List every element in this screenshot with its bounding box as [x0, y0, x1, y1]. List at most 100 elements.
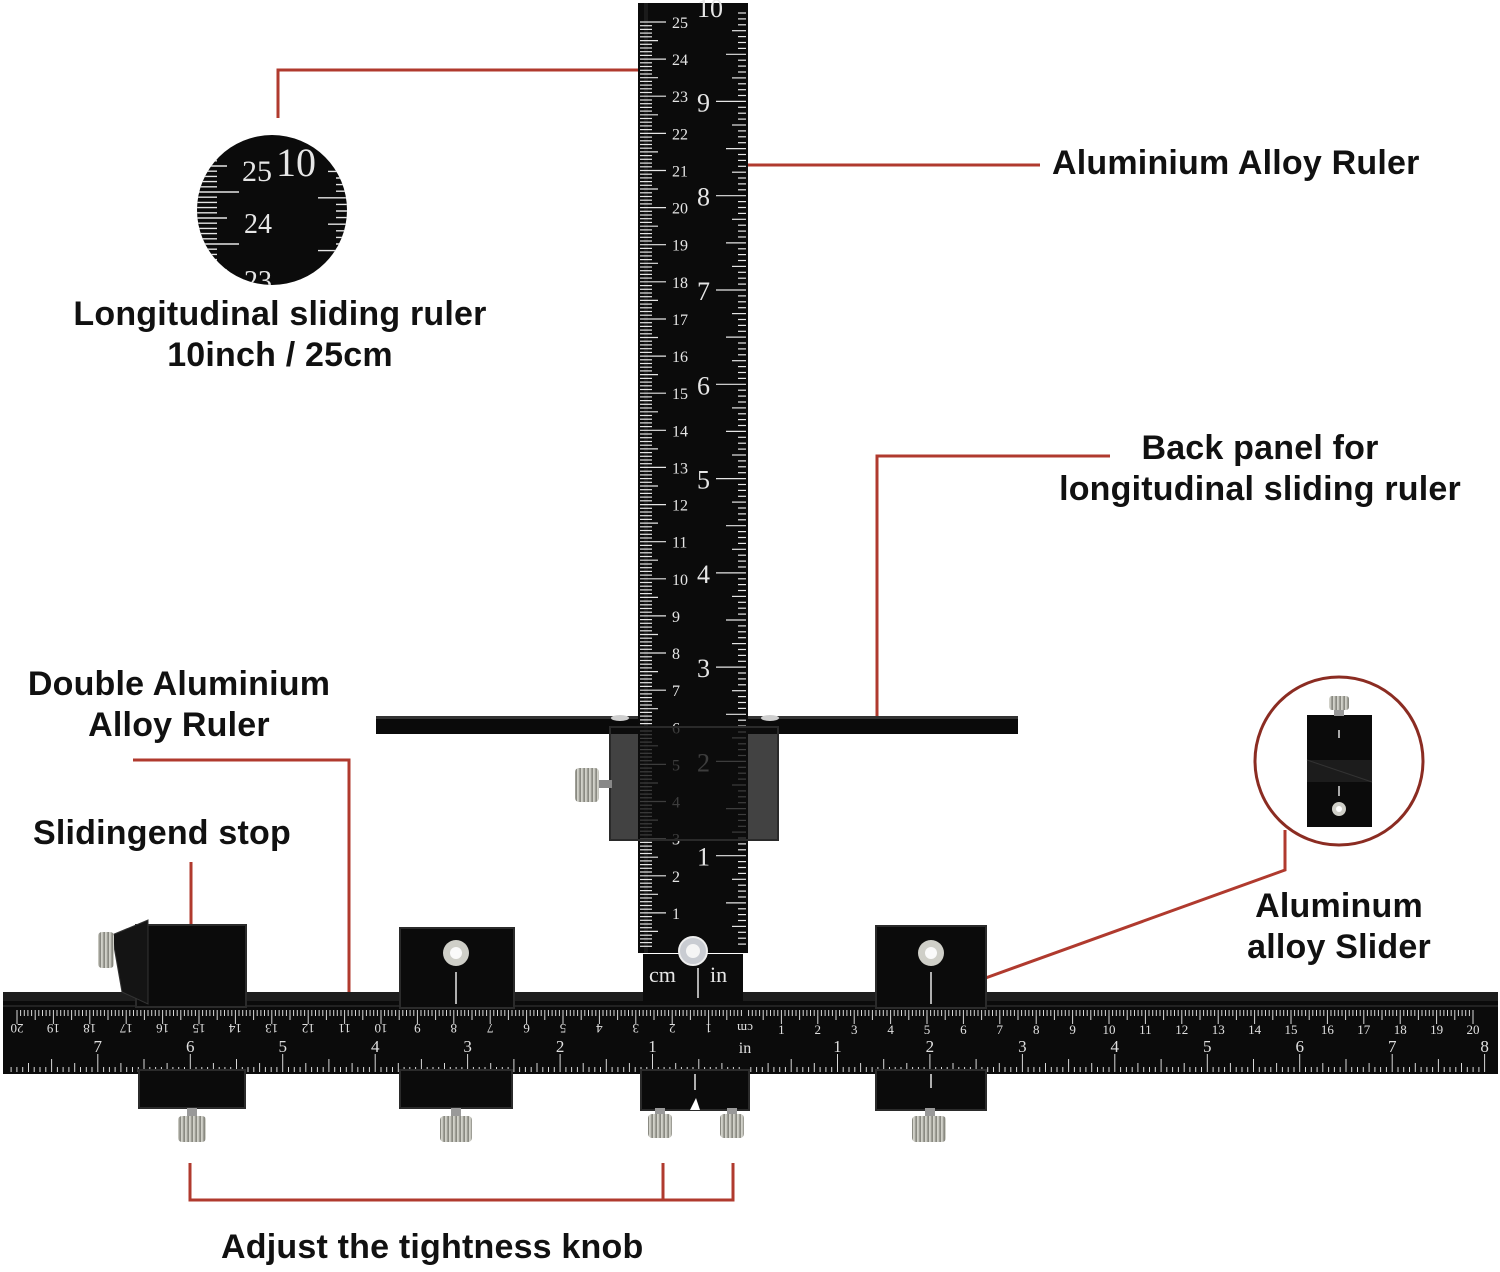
horizontal-cm-mark: 16: [156, 1021, 170, 1036]
horizontal-cm-mark: 11: [338, 1021, 351, 1036]
vertical-cm-mark: 7: [672, 683, 680, 700]
horizontal-cm-mark: 14: [228, 1021, 242, 1036]
inset-slider-knob-icon: [1329, 696, 1349, 710]
vertical-inch-mark: 5: [697, 466, 710, 495]
inset-mark-25: 25: [242, 155, 272, 188]
vertical-cm-mark: 16: [672, 349, 688, 366]
vertical-cm-mark: 10: [672, 572, 688, 589]
left-slider: [399, 927, 515, 1109]
horizontal-cm-mark: 6: [960, 1022, 967, 1037]
horizontal-cm-mark: 8: [1033, 1022, 1040, 1037]
sliding-end-stop: [98, 919, 247, 1109]
horizontal-unit-in: in: [739, 1040, 751, 1057]
vertical-cm-mark: 12: [672, 498, 688, 515]
label-longitudinal-line1: Longitudinal sliding ruler: [73, 295, 487, 333]
center-block: cm in: [643, 936, 743, 1004]
horizontal-inch-mark: 5: [1203, 1037, 1212, 1056]
callout-line-slider: [979, 830, 1287, 982]
horizontal-inch-mark: 7: [94, 1037, 103, 1056]
horizontal-cm-mark: 18: [83, 1021, 96, 1036]
vertical-cm-mark: 25: [672, 15, 688, 32]
horizontal-cm-mark: 9: [1069, 1022, 1076, 1037]
horizontal-cm-mark: 20: [11, 1021, 24, 1036]
inset-mark-23: 23: [244, 266, 272, 297]
horizontal-inch-mark: 2: [926, 1037, 935, 1056]
horizontal-cm-mark: 10: [1103, 1022, 1116, 1037]
vertical-cm-mark: 11: [672, 535, 687, 552]
horizontal-unit-cm: cm: [737, 1021, 753, 1036]
knob-3-icon: [648, 1108, 672, 1138]
horizontal-cm-mark: 11: [1139, 1022, 1152, 1037]
vertical-cm-mark: 15: [672, 386, 688, 403]
tightness-knobs: [178, 1108, 946, 1142]
horizontal-cm-mark: 16: [1321, 1022, 1335, 1037]
horizontal-inch-mark: 7: [1388, 1037, 1397, 1056]
vertical-inch-mark: 4: [697, 560, 710, 589]
horizontal-cm-mark: 12: [302, 1021, 315, 1036]
label-back-panel-line2: longitudinal sliding ruler: [1059, 470, 1461, 508]
horizontal-cm-mark: 15: [193, 1021, 206, 1036]
horizontal-inch-mark: 5: [278, 1037, 287, 1056]
knob-4-icon: [720, 1108, 744, 1138]
knob-1-icon: [178, 1108, 206, 1142]
label-back-panel-line1: Back panel for: [1141, 429, 1379, 467]
label-aluminium-alloy-ruler: Aluminium Alloy Ruler: [1052, 144, 1420, 182]
horizontal-inch-mark: 4: [371, 1037, 380, 1056]
vertical-cm-mark: 17: [672, 312, 688, 329]
horizontal-inch-mark: 2: [556, 1037, 565, 1056]
horizontal-cm-mark: 19: [47, 1021, 60, 1036]
center-lower-blocks: [640, 1069, 750, 1111]
vertical-inch-mark: 6: [697, 371, 710, 400]
callout-line-longitudinal: [276, 68, 655, 118]
vertical-cm-mark: 2: [672, 869, 680, 886]
horizontal-cm-mark: 3: [633, 1021, 640, 1036]
vertical-cm-mark: 23: [672, 89, 688, 106]
horizontal-cm-mark: 14: [1248, 1022, 1262, 1037]
vertical-cm-mark: 9: [672, 609, 680, 626]
horizontal-cm-mark: 19: [1430, 1022, 1443, 1037]
right-slider: [875, 925, 987, 1111]
vertical-ruler-carriage: [610, 727, 778, 840]
carriage-side-knob-icon: [575, 768, 612, 802]
horizontal-cm-mark: 13: [1212, 1022, 1225, 1037]
callout-bracket-knob: [188, 1163, 735, 1202]
horizontal-inch-mark: 1: [833, 1037, 842, 1056]
inset-inch-10: 10: [276, 140, 316, 185]
horizontal-inch-mark: 6: [1295, 1037, 1304, 1056]
vertical-cm-mark: 20: [672, 201, 688, 218]
horizontal-inch-mark: 1: [648, 1037, 657, 1056]
horizontal-cm-mark: 4: [887, 1022, 894, 1037]
vertical-inch-mark: 7: [697, 277, 710, 306]
inset-mark-24: 24: [244, 209, 272, 240]
horizontal-cm-mark: 5: [560, 1021, 567, 1036]
vertical-cm-mark: 19: [672, 238, 688, 255]
vertical-inch-mark: 8: [697, 183, 710, 212]
vertical-cm-mark: 14: [672, 423, 688, 440]
label-sliding-end-stop: Slidingend stop: [33, 814, 291, 852]
vertical-cm-mark: 24: [672, 52, 688, 69]
label-longitudinal-sliding-ruler: Longitudinal sliding ruler 10inch / 25cm: [42, 294, 518, 376]
vertical-cm-mark: 1: [672, 906, 680, 923]
horizontal-cm-mark: 20: [1467, 1022, 1480, 1037]
vertical-inch-mark: 9: [697, 88, 710, 117]
horizontal-cm-mark: 7: [486, 1021, 493, 1036]
horizontal-cm-mark: 17: [119, 1021, 133, 1036]
callout-line-double-ruler: [133, 758, 351, 992]
horizontal-cm-mark: 1: [705, 1021, 712, 1036]
horizontal-cm-mark: 18: [1394, 1022, 1407, 1037]
end-stop-knob-icon: [98, 932, 114, 968]
label-aluminum-alloy-slider: Aluminum alloy Slider: [1226, 886, 1452, 968]
horizontal-cm-mark: 5: [924, 1022, 931, 1037]
vertical-cm-mark: 21: [672, 164, 688, 181]
horizontal-cm-mark: 13: [265, 1021, 278, 1036]
horizontal-cm-mark: 15: [1285, 1022, 1298, 1037]
vertical-inch-mark: 3: [697, 654, 710, 683]
horizontal-inch-mark: 6: [186, 1037, 195, 1056]
horizontal-cm-mark: 9: [414, 1021, 421, 1036]
vertical-cm-mark: 22: [672, 126, 688, 143]
horizontal-inch-mark: 8: [1480, 1037, 1489, 1056]
horizontal-inch-mark: 3: [1018, 1037, 1027, 1056]
horizontal-cm-mark: 3: [851, 1022, 858, 1037]
